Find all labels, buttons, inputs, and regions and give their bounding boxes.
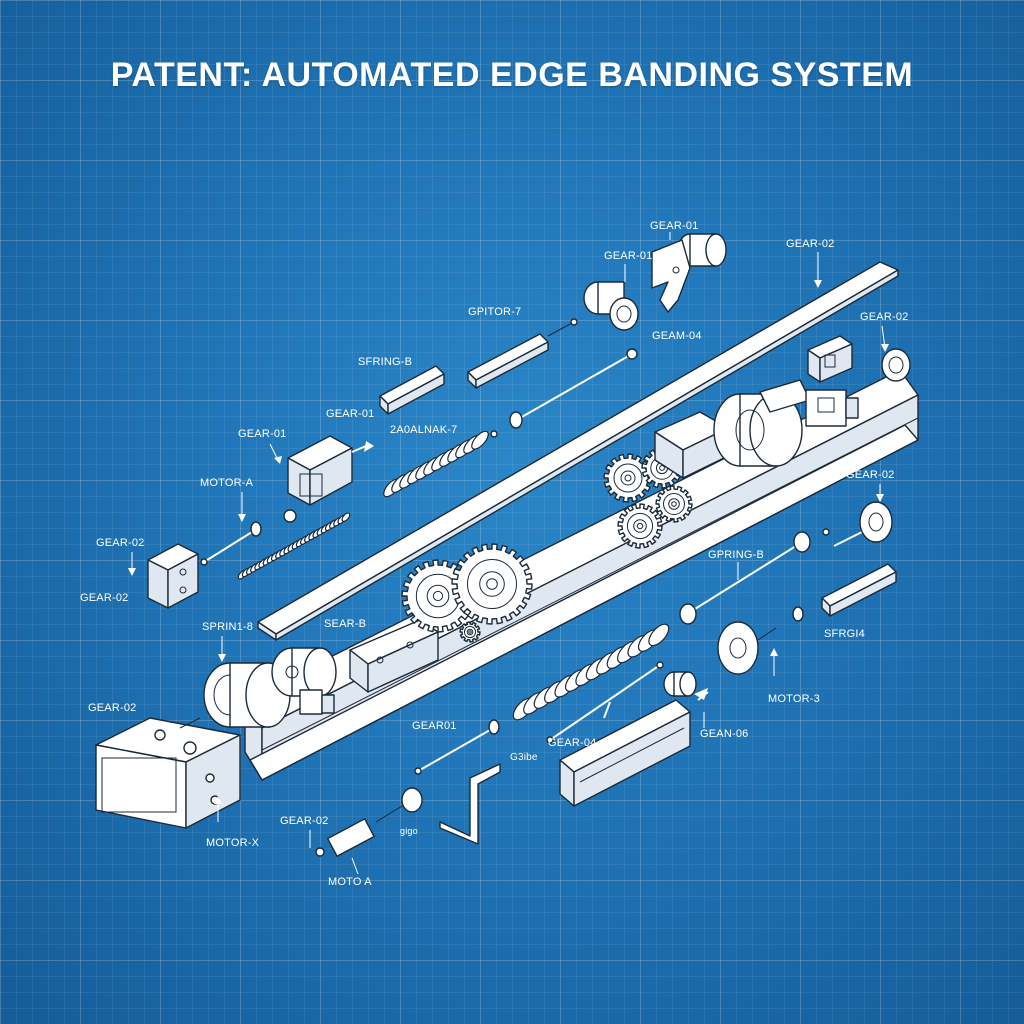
z-bracket xyxy=(439,763,501,845)
label-gear-01-upper: GEAR-01 xyxy=(604,250,653,262)
shaft-right xyxy=(679,528,830,625)
motor-block xyxy=(95,717,241,829)
roller-right xyxy=(717,621,777,675)
label-gear-02-far-right: GEAR-02 xyxy=(846,469,895,481)
motor-cylinder-1 xyxy=(179,662,291,729)
spring-lower xyxy=(512,623,670,721)
label-gear-01-top: GEAR-01 xyxy=(650,220,699,232)
motor-cylinder-2 xyxy=(271,647,337,697)
end-bracket xyxy=(805,389,859,427)
label-sprin1-8: SPRIN1-8 xyxy=(202,621,254,633)
label-sear-b: SEAR-B xyxy=(324,618,367,630)
rail-bottom xyxy=(559,699,691,807)
label-gear-02-right: GEAR-02 xyxy=(860,311,909,323)
top-roller-pair xyxy=(583,281,639,331)
clamp-block xyxy=(349,619,439,693)
label-gear-01-left: GEAR-01 xyxy=(238,428,287,440)
label-gear-02-bottom: GEAR-02 xyxy=(280,815,329,827)
motor-small xyxy=(315,787,423,857)
spring-icon xyxy=(383,430,489,498)
gear-icon xyxy=(451,543,533,625)
motor-bracket-left xyxy=(283,435,353,523)
guide-rail-top xyxy=(467,318,578,389)
rail-right xyxy=(821,563,897,617)
small-pin xyxy=(792,606,804,622)
label-gear-04: GEAR-04 xyxy=(548,737,597,749)
spring-icon xyxy=(237,512,351,580)
gear-large-2 xyxy=(451,543,533,625)
arrow-icon xyxy=(351,441,709,719)
leader-lines xyxy=(128,232,889,875)
shaft-top xyxy=(490,348,638,438)
label-gear-02-left-a: GEAR-02 xyxy=(96,537,145,549)
label-motor-x: MOTOR-X xyxy=(206,837,260,849)
top-clamp xyxy=(651,239,691,313)
u-bracket-left xyxy=(147,543,199,609)
label-gear-01-mid: GEAR-01 xyxy=(326,408,375,420)
label-sfring-b: SFRING-B xyxy=(358,356,413,368)
shaft-left xyxy=(200,521,262,566)
gear-icon xyxy=(603,453,653,503)
label-motor-3: MOTOR-3 xyxy=(768,693,820,705)
bearing-small xyxy=(881,348,911,382)
label-gpitor-7: GPITOR-7 xyxy=(468,306,522,318)
label-geam-04: GEAM-04 xyxy=(652,330,702,342)
spring-bar xyxy=(379,365,445,415)
end-cap-block xyxy=(807,335,853,383)
label-gear-02-bottom-left: GEAR-02 xyxy=(88,702,137,714)
label-gear-02-top-right: GEAR-02 xyxy=(786,238,835,250)
gear-icon xyxy=(617,503,663,549)
spring-icon xyxy=(512,623,670,721)
small-block xyxy=(299,689,335,715)
gear-icon xyxy=(655,485,693,523)
label-moto-a: MOTO A xyxy=(328,876,372,888)
spring-upper xyxy=(383,430,489,498)
label-motor-a: MOTOR-A xyxy=(200,477,254,489)
label-g3ibe: G3ibe xyxy=(510,752,538,763)
label-2a0alnak-7: 2A0ALNAK-7 xyxy=(390,424,458,436)
roller-drum xyxy=(713,379,811,467)
label-gear01-bottom: GEAR01 xyxy=(412,720,457,732)
label-gean-06: GEAN-06 xyxy=(700,728,749,740)
collar-right xyxy=(663,671,697,697)
page-title: PATENT: AUTOMATED EDGE BANDING SYSTEM xyxy=(110,56,914,94)
label-gigo: gigo xyxy=(400,826,418,836)
shaft-lower xyxy=(414,661,664,775)
pulley-right xyxy=(833,501,893,547)
label-gpring-b: GPRING-B xyxy=(708,549,764,561)
gear-icon xyxy=(459,621,481,643)
edge-band-strip xyxy=(257,261,899,641)
label-sfrgi4: SFRGI4 xyxy=(824,628,865,640)
label-gear-02-left-b: GEAR-02 xyxy=(80,592,129,604)
threaded-rod xyxy=(237,512,351,580)
